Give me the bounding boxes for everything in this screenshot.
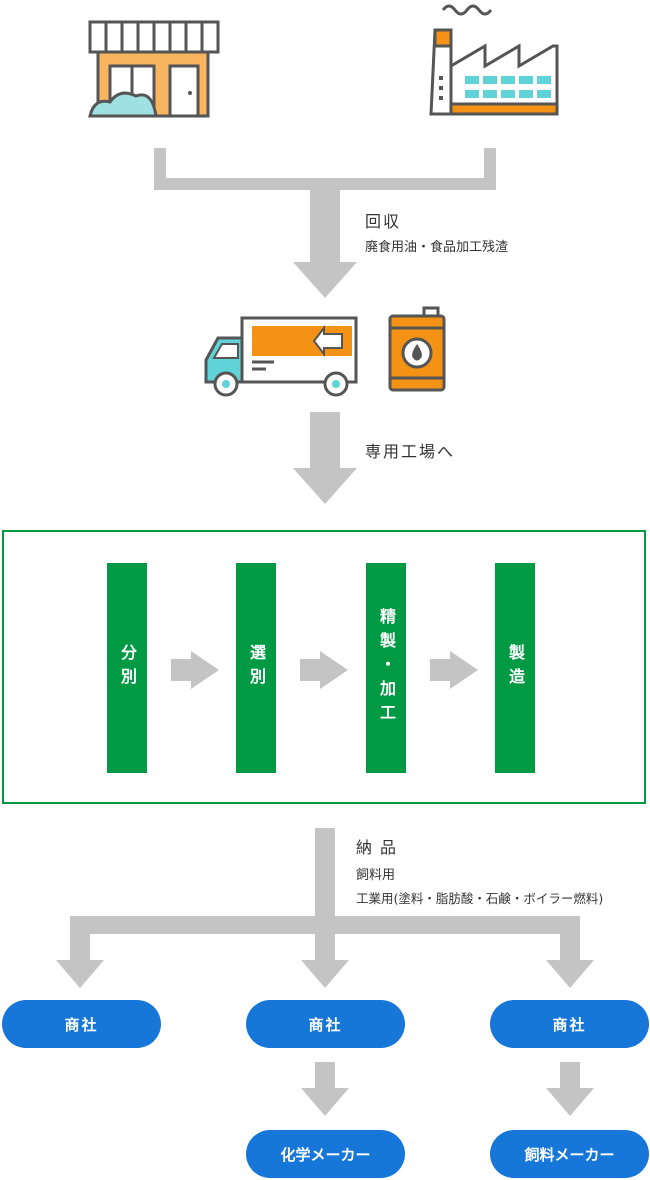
process-arrow-3-shaft: [430, 659, 450, 681]
chemical-arrow-head: [301, 1088, 349, 1116]
chemical-arrow-shaft: [315, 1062, 335, 1088]
process-frame: [2, 530, 646, 804]
collection-title: 回収: [365, 212, 402, 231]
delivery-branch-right-head: [546, 960, 594, 988]
trading-company-center: 商社: [246, 1000, 405, 1048]
factory-icon: [429, 4, 559, 116]
delivery-industrial-use: 工業用(塗料・脂肪酸・石鹸・ボイラー燃料): [356, 891, 604, 906]
delivery-feed-use: 飼料用: [356, 868, 396, 883]
delivery-title: 納品: [356, 838, 405, 857]
process-step-refining: 精製・加工: [366, 563, 406, 773]
process-arrow-3-head: [450, 651, 478, 689]
merge-line-horizontal: [154, 178, 496, 190]
process-arrow-2-head: [320, 651, 348, 689]
delivery-trunk: [315, 828, 335, 928]
oil-drum-icon: [388, 306, 446, 392]
transport-label: 専用工場へ: [365, 442, 456, 461]
delivery-branch-left-head: [56, 960, 104, 988]
chemical-manufacturer: 化学メーカー: [246, 1130, 405, 1178]
trading-company-right: 商社: [490, 1000, 649, 1048]
delivery-branch-right-shaft: [560, 916, 580, 960]
process-step-selection: 選別: [236, 563, 276, 773]
feed-manufacturer: 飼料メーカー: [490, 1130, 649, 1178]
feed-arrow-head: [546, 1088, 594, 1116]
collection-arrow-shaft: [310, 190, 340, 262]
delivery-branch-horizontal: [70, 916, 580, 934]
process-arrow-2-shaft: [300, 659, 320, 681]
delivery-branch-center-head: [301, 960, 349, 988]
trading-company-left: 商社: [2, 1000, 161, 1048]
transport-arrow-head: [293, 468, 357, 504]
truck-icon: [204, 316, 358, 397]
process-step-manufacturing: 製造: [495, 563, 535, 773]
process-step-sorting: 分別: [107, 563, 147, 773]
process-arrow-1-head: [191, 651, 219, 689]
collection-subtitle: 廃食用油・食品加工残渣: [365, 240, 509, 255]
feed-arrow-shaft: [560, 1062, 580, 1088]
process-arrow-1-shaft: [171, 659, 191, 681]
shop-icon: [88, 20, 220, 118]
delivery-branch-center-shaft: [315, 928, 335, 960]
collection-arrow-head: [293, 262, 357, 298]
delivery-branch-left-shaft: [70, 916, 90, 960]
transport-arrow-shaft: [310, 412, 340, 468]
